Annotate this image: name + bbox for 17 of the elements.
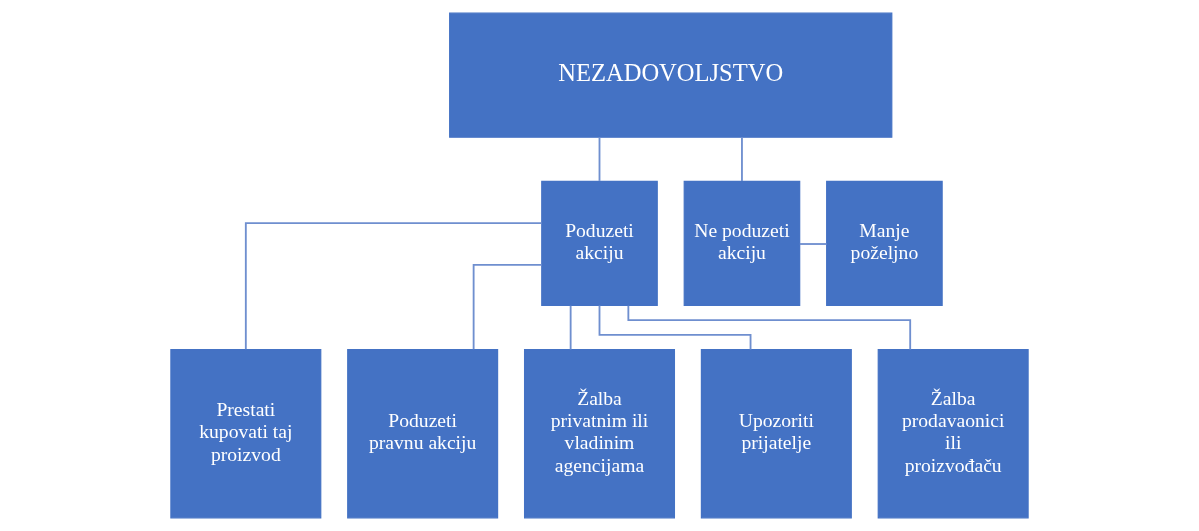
connector (798, 243, 828, 245)
node-box: Upozoriti prijatelje (700, 349, 852, 519)
node-box: Poduzeti pravnu akciju (347, 349, 499, 519)
connector (472, 263, 543, 351)
node-box: Poduzeti akciju (541, 180, 658, 307)
node-box: Žalba privatnim ili vladinim agencijama (523, 349, 676, 519)
node-box: Žalba prodavaonici ili proizvođaču (877, 349, 1029, 519)
connector (598, 304, 752, 351)
connector (627, 304, 912, 351)
connector (598, 136, 601, 182)
node-box: Prestati kupovati taj proizvod (170, 349, 322, 519)
connector (569, 304, 572, 351)
connector (741, 136, 743, 182)
node-box: Ne poduzeti akciju (683, 180, 801, 307)
connector (244, 222, 543, 351)
node-box: Manje poželjno (826, 180, 943, 307)
node-box: NEZADOVOLJSTVO (449, 12, 893, 138)
